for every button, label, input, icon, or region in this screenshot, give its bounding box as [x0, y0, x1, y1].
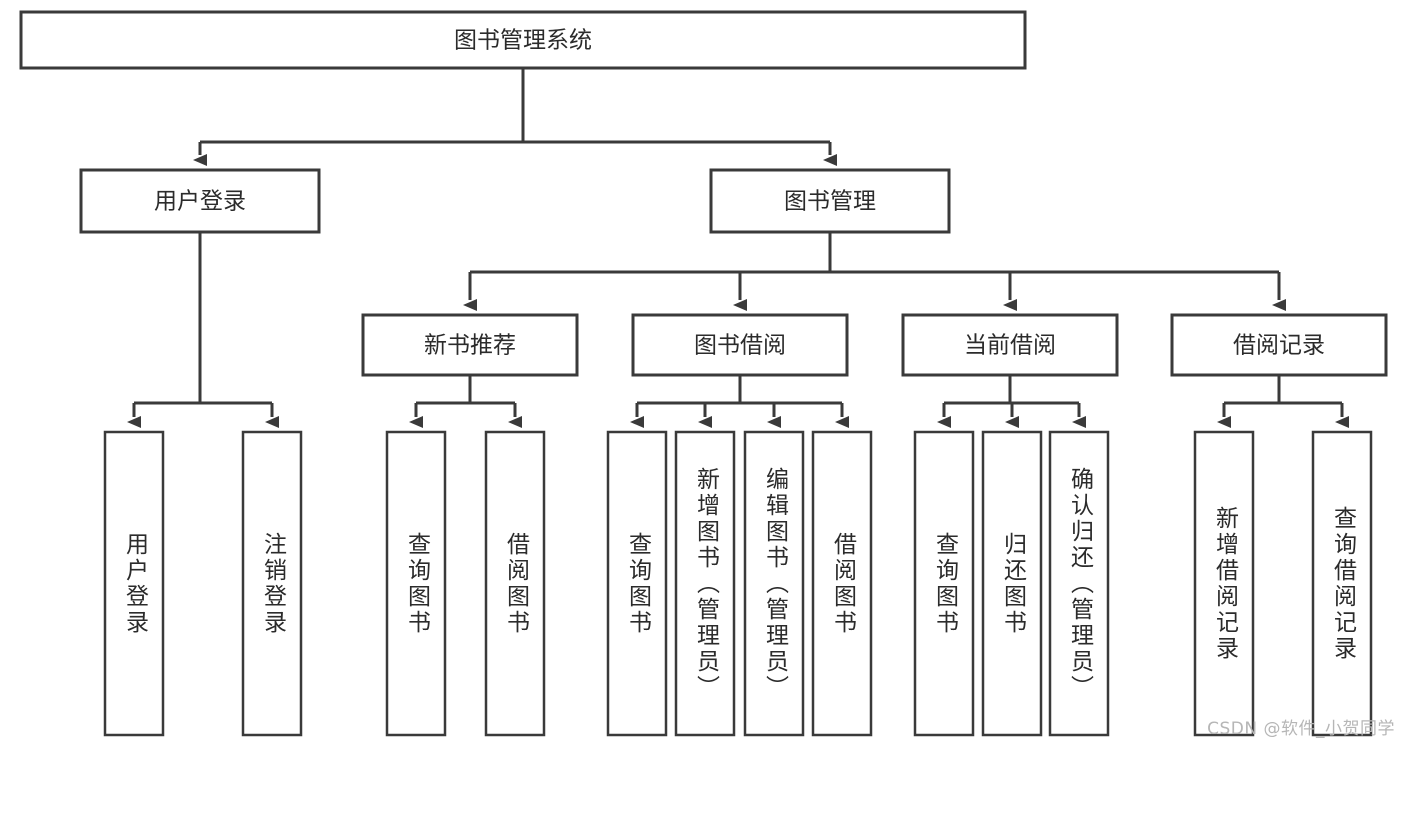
node-user-login-label: 用户登录 — [154, 189, 246, 215]
leaf-box[interactable] — [811, 430, 873, 737]
node-current-borrow-label: 当前借阅 — [964, 333, 1056, 359]
watermark: CSDN @软件_小贺同学 — [1207, 719, 1395, 739]
node-new-book-recommend-label: 新书推荐 — [424, 333, 516, 359]
connector-group-root-to-level2 — [193, 68, 837, 166]
leaf-box[interactable] — [913, 430, 975, 737]
leaf-box-group — [103, 430, 1373, 737]
leaf-box[interactable] — [484, 430, 546, 737]
leaf-box[interactable] — [981, 430, 1043, 737]
leaf-box[interactable] — [743, 430, 805, 737]
node-borrow-records[interactable]: 借阅记录 — [1170, 313, 1388, 377]
node-root[interactable]: 图书管理系统 — [19, 10, 1027, 70]
node-book-management-label: 图书管理 — [784, 189, 876, 215]
node-book-borrow[interactable]: 图书借阅 — [631, 313, 849, 377]
leaf-box[interactable] — [1048, 430, 1110, 737]
leaf-box[interactable] — [1311, 430, 1373, 737]
leaf-box[interactable] — [103, 430, 165, 737]
leaf-box[interactable] — [606, 430, 668, 737]
leaf-box[interactable] — [241, 430, 303, 737]
flowchart-canvas: 图书管理系统 用户登录 图书管理 新书推荐 图书借阅 当前借阅 借阅记录 — [19, 10, 1388, 737]
connector-group-records-to-leaves — [1217, 375, 1349, 428]
connector-group-bookmgmt-to-level3 — [463, 232, 1286, 311]
node-user-login[interactable]: 用户登录 — [79, 168, 321, 234]
leaf-box[interactable] — [385, 430, 447, 737]
flowchart-diagram: 图书管理系统 用户登录 图书管理 新书推荐 图书借阅 当前借阅 借阅记录 — [19, 10, 1395, 739]
leaf-box[interactable] — [1193, 430, 1255, 737]
connector-group-newbook-to-leaves — [409, 375, 522, 428]
node-borrow-records-label: 借阅记录 — [1233, 333, 1325, 359]
node-root-label: 图书管理系统 — [454, 28, 592, 54]
node-book-management[interactable]: 图书管理 — [709, 168, 951, 234]
connector-group-current-to-leaves — [937, 375, 1086, 428]
node-new-book-recommend[interactable]: 新书推荐 — [361, 313, 579, 377]
leaf-box[interactable] — [674, 430, 736, 737]
connector-group-login-to-leaves — [127, 232, 279, 428]
node-current-borrow[interactable]: 当前借阅 — [901, 313, 1119, 377]
node-book-borrow-label: 图书借阅 — [694, 333, 786, 359]
connector-group-borrow-to-leaves — [630, 375, 849, 428]
